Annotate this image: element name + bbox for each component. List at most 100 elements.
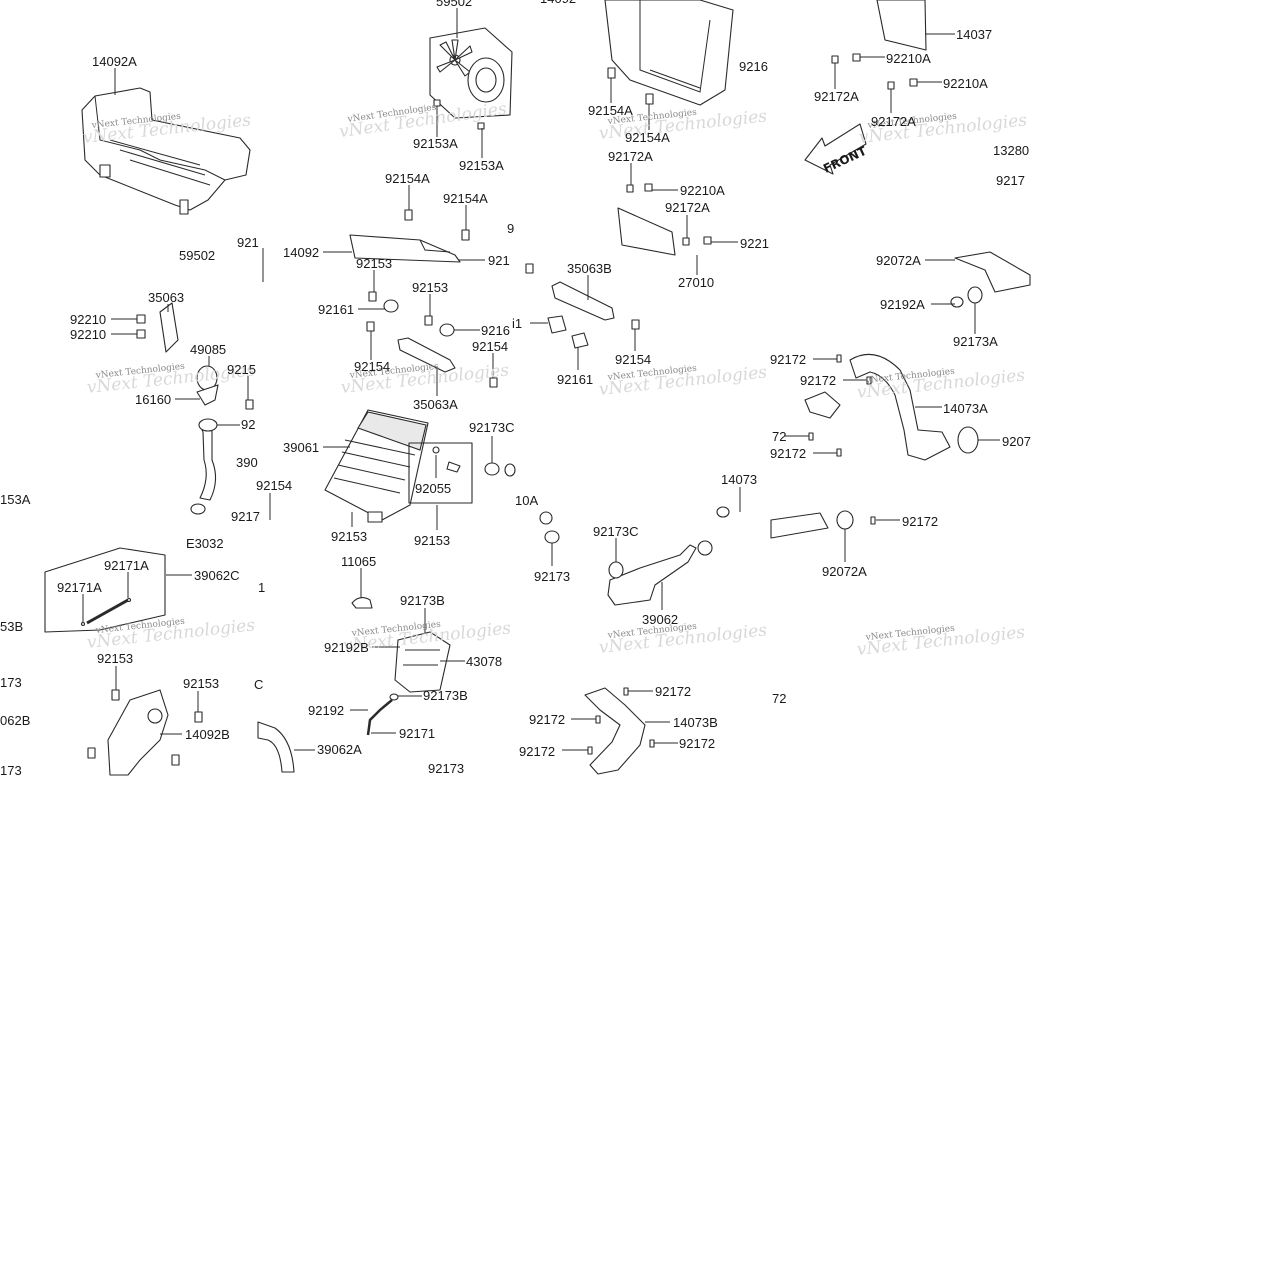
- bracket-27010: [617, 207, 676, 256]
- clamp-92173C-1: [484, 462, 500, 476]
- part-label-92161-2: 92161: [557, 372, 593, 387]
- fitting-92055: [446, 461, 461, 473]
- clamp-10A: [539, 511, 553, 525]
- part-label-92154A-2: 92154A: [625, 130, 670, 145]
- part-label-92153-b: 92153: [412, 280, 448, 295]
- part-label-92153-f: 92153: [183, 676, 219, 691]
- part-label-92210A-2: 92210A: [943, 76, 988, 91]
- hose-390: [199, 423, 217, 501]
- bracket-14092-mid: [349, 234, 461, 263]
- part-label-35063: 35063: [148, 290, 184, 305]
- part-label-59502-mid: 59502: [179, 248, 215, 263]
- part-label-92210A-3: 92210A: [680, 183, 725, 198]
- sensor-16160: [196, 384, 219, 406]
- part-label-14073B: 14073B: [673, 715, 718, 730]
- part-label-92173-a: 9217: [231, 509, 260, 524]
- part-label-92173C-2: 92173C: [593, 524, 639, 539]
- part-label-92072A-2: 92072A: [822, 564, 867, 579]
- part-label-92172-1: 92172: [770, 352, 806, 367]
- leader-lines: [82, 8, 1000, 751]
- part-label-921-b: 921: [488, 253, 510, 268]
- part-label-92154-a: 92154: [354, 359, 390, 374]
- bolts-92172: [587, 354, 876, 755]
- part-label-92210-1: 92210: [70, 312, 106, 327]
- part-label-39062C: 39062C: [194, 568, 240, 583]
- part-label-9221: 9221: [740, 236, 769, 251]
- part-label-92173B-1: 92173B: [400, 593, 445, 608]
- grommet-92161-1: [383, 299, 399, 313]
- nut-92210A-3: [644, 183, 653, 192]
- part-label-92154-b: 92154: [472, 339, 508, 354]
- part-label-92210A-1: 92210A: [886, 51, 931, 66]
- part-label-92153-a: 92153: [356, 256, 392, 271]
- part-label-92172A-1: 92172A: [814, 89, 859, 104]
- bolt-bottom-left-2: [171, 754, 180, 766]
- part-label-92153-e: 92153: [97, 651, 133, 666]
- nut-92172A-4: [682, 237, 690, 246]
- clamp-92173C-right: [504, 463, 516, 477]
- bolt-92153-b: [424, 315, 433, 326]
- part-label-92-left: 92: [241, 417, 255, 432]
- part-label-921-a: 921: [237, 235, 259, 250]
- part-label-9-mid: 9: [507, 221, 514, 236]
- part-label-92161-1: 92161: [318, 302, 354, 317]
- part-label-92172-8: 92172: [679, 736, 715, 751]
- part-label-43078: 43078: [466, 654, 502, 669]
- part-label-9217-right: 9217: [996, 173, 1025, 188]
- clamp-92173-b: [544, 530, 560, 544]
- part-label-92173-b: 92173: [534, 569, 570, 584]
- bracket-14092B: [107, 689, 169, 776]
- bolt-92154A-1: [607, 67, 616, 79]
- part-label-92072-right: 9207: [1002, 434, 1031, 449]
- bolt-92154A-3: [404, 209, 413, 221]
- hose-92192: [366, 699, 393, 736]
- part-label-92173-c: 92173: [428, 761, 464, 776]
- bracket-35063: [159, 302, 179, 353]
- part-label-53B: 53B: [0, 619, 23, 634]
- part-label-92153A-2: 92153A: [459, 158, 504, 173]
- clamp-9207: [957, 426, 979, 454]
- part-label-92072A-1: 92072A: [876, 253, 921, 268]
- part-label-92172A-4: 92172A: [665, 200, 710, 215]
- part-label-92055: 92055: [415, 481, 451, 496]
- part-label-173-left: 173: [0, 675, 22, 690]
- part-label-16160: 16160: [135, 392, 171, 407]
- fan-59502: [429, 27, 513, 119]
- part-label-27010: 27010: [678, 275, 714, 290]
- part-label-9216-top: 9216: [739, 59, 768, 74]
- part-label-35063B: 35063B: [567, 261, 612, 276]
- pipe-14073B: [584, 687, 646, 775]
- part-label-14073A: 14073A: [943, 401, 988, 416]
- bracket-35063A: [397, 337, 456, 373]
- part-label-1-left: 1: [258, 580, 265, 595]
- part-label-39062: 39062: [642, 612, 678, 627]
- part-label-92173A: 92173A: [953, 334, 998, 349]
- part-label-14037: 14037: [956, 27, 992, 42]
- nut-92172A-3: [626, 184, 634, 193]
- reservoir-43078: [394, 631, 451, 693]
- hose-39062: [607, 544, 697, 606]
- radiator-39061: [324, 409, 429, 523]
- label-layer: 595021409214092A92153A92153A921614037922…: [0, 0, 1031, 778]
- part-label-92153A-1: 92153A: [413, 136, 458, 151]
- part-label-92173B-2: 92173B: [423, 688, 468, 703]
- part-label-92172A-2: 92172A: [871, 114, 916, 129]
- part-label-92192: 92192: [308, 703, 344, 718]
- part-label-11065: 11065: [341, 554, 376, 569]
- clamp-92173A: [967, 286, 983, 304]
- clamp-14073: [697, 540, 713, 556]
- part-label-39061: 39061: [283, 440, 319, 455]
- clamp-left-bottom: [190, 503, 206, 515]
- part-label-92172-5: 92172: [655, 684, 691, 699]
- clamp-92173C-2: [608, 561, 624, 579]
- nut-92172A-2: [887, 81, 895, 90]
- bracket-35063B: [551, 281, 615, 321]
- nut-92172A-1: [831, 55, 839, 64]
- part-label-390-left: 390: [236, 455, 258, 470]
- bolt-92154A-2: [645, 93, 654, 105]
- part-label-92153-c: 92153: [331, 529, 367, 544]
- bolt-bottom-left-1: [87, 747, 96, 759]
- part-label-92154A-3: 92154A: [385, 171, 430, 186]
- part-label-92173C-1: 92173C: [469, 420, 515, 435]
- part-label-14092-mid: 14092: [283, 245, 319, 260]
